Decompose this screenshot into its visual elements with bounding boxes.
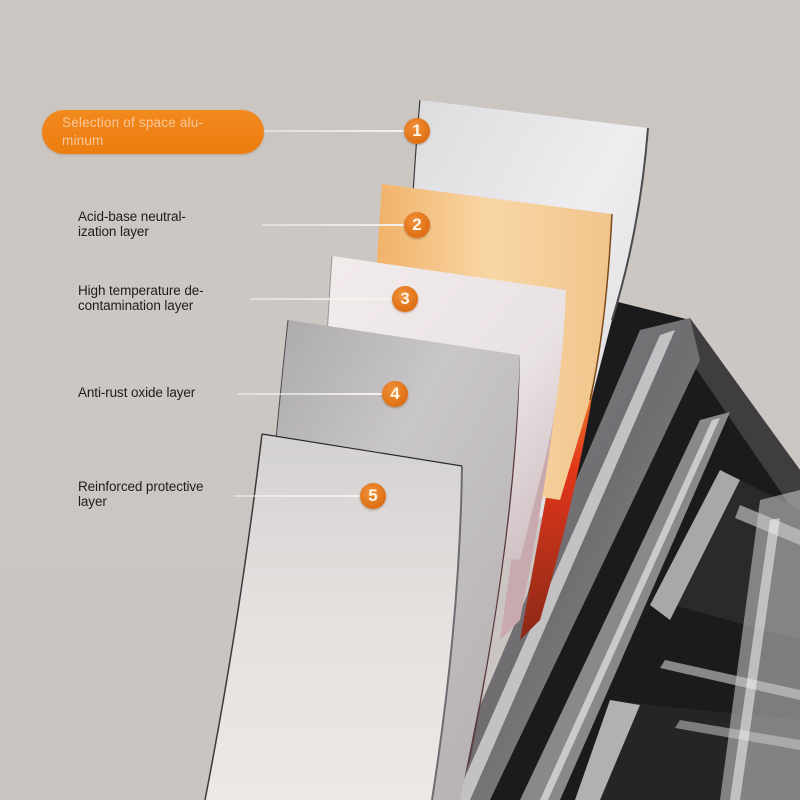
callout-5-label: Reinforced protective layer bbox=[78, 479, 204, 509]
cabinet bbox=[440, 300, 800, 800]
callout-1-label: Selection of space alu- minum bbox=[62, 115, 204, 148]
callout-3-label: High temperature de- contamination layer bbox=[78, 283, 204, 313]
callout-1-leader-line bbox=[264, 130, 406, 132]
callout-1-pill: Selection of space alu- minum bbox=[42, 110, 264, 154]
callout-5-leader-line bbox=[234, 495, 362, 497]
callout-1-number-badge: 1 bbox=[404, 118, 430, 144]
callout-2-leader-line bbox=[262, 224, 406, 226]
callout-3-leader-line bbox=[250, 298, 392, 300]
callout-4-number-badge: 4 bbox=[382, 381, 408, 407]
callout-4-leader-line bbox=[238, 393, 384, 395]
callout-4-label: Anti-rust oxide layer bbox=[78, 385, 196, 400]
layer-5-panel bbox=[204, 433, 463, 800]
callout-2-number-badge: 2 bbox=[404, 212, 430, 238]
callout-3-number-badge: 3 bbox=[392, 286, 418, 312]
callout-2-label: Acid-base neutral- ization layer bbox=[78, 209, 186, 239]
callout-5-number-badge: 5 bbox=[360, 483, 386, 509]
